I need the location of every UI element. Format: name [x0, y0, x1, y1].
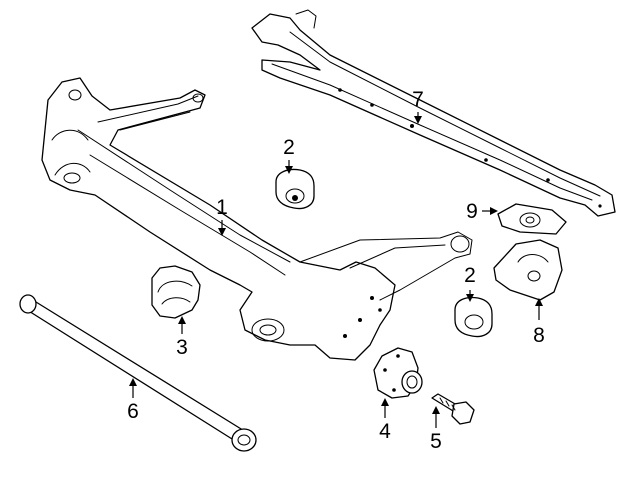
part-8-mount-bracket[interactable] [493, 239, 563, 301]
callout-2-lower: 2 [464, 264, 476, 287]
part-6-track-rod[interactable] [19, 294, 257, 452]
part-5-bolt[interactable] [431, 393, 475, 425]
leader-lines [129, 112, 543, 428]
part-7-crossmember[interactable] [251, 9, 616, 217]
callout-7: 7 [412, 88, 424, 111]
callout-2-upper: 2 [283, 136, 295, 159]
callout-6: 6 [127, 400, 139, 423]
callout-9: 9 [466, 200, 478, 223]
part-9-mount-plate[interactable] [497, 203, 567, 235]
callout-labels: 1 2 2 3 4 5 6 7 8 9 [127, 88, 545, 453]
callout-8: 8 [533, 324, 545, 347]
part-2-bushing-lower[interactable] [454, 296, 493, 338]
part-2-bushing-upper[interactable] [275, 168, 315, 210]
part-4-wheel-hub[interactable] [373, 347, 423, 399]
callout-4: 4 [379, 420, 391, 443]
callout-5: 5 [430, 430, 442, 453]
part-3-stabilizer-bushing[interactable] [151, 265, 201, 319]
callout-1: 1 [216, 196, 228, 219]
part-1-axle-beam[interactable] [41, 77, 473, 361]
callout-3: 3 [176, 336, 188, 359]
